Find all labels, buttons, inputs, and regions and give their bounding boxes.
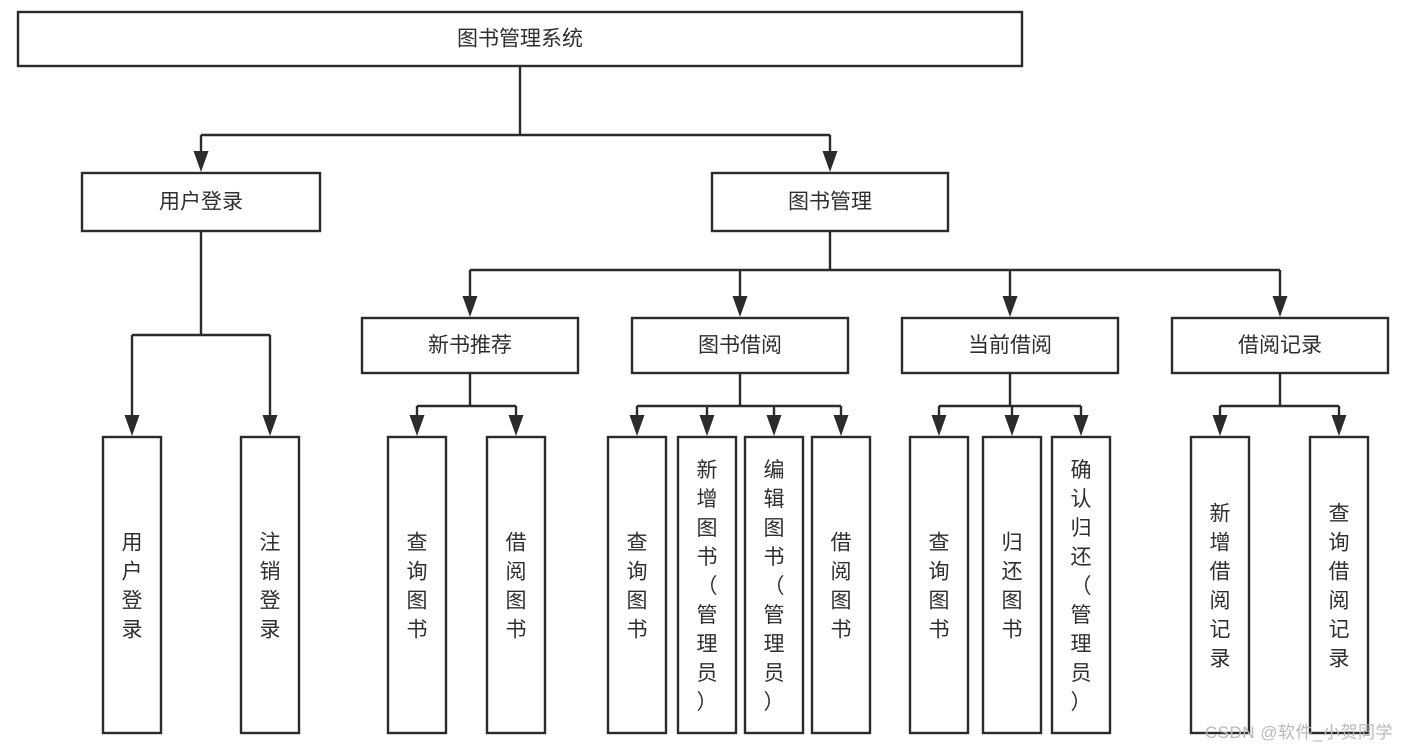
node-leaf-5-box[interactable] [676, 435, 738, 735]
arrow-head-icon [1212, 415, 1228, 436]
node-level1-0-label: 用户登录 [159, 191, 243, 214]
arrow-head-icon [931, 415, 947, 436]
node-root-system-box[interactable] [16, 10, 1024, 68]
node-leaf-3[interactable]: 借阅图书 [485, 435, 547, 735]
node-level2-1-box[interactable] [630, 316, 850, 375]
node-level2-1[interactable]: 图书借阅 [630, 316, 850, 375]
node-leaf-6-label: 编辑图书（管理员） [764, 459, 785, 714]
arrow-head-icon [629, 415, 645, 436]
node-leaf-2[interactable]: 查询图书 [386, 435, 448, 735]
node-level1-0-box[interactable] [80, 171, 322, 233]
node-leaf-4-label: 查询图书 [627, 532, 648, 642]
node-level2-2[interactable]: 当前借阅 [900, 316, 1120, 375]
arrow-head-icon [409, 415, 425, 436]
node-leaf-11-box[interactable] [1189, 435, 1251, 735]
arrow-head-icon [732, 296, 748, 317]
node-level2-3-label: 借阅记录 [1238, 334, 1322, 357]
arrow-head-icon [766, 415, 782, 436]
node-leaf-6[interactable]: 编辑图书（管理员） [743, 435, 805, 735]
arrow-head-icon [699, 415, 715, 436]
node-level1-1[interactable]: 图书管理 [710, 171, 950, 233]
arrow-head-icon [124, 415, 140, 436]
node-leaf-1-box[interactable] [239, 435, 301, 735]
arrow-head-icon [1073, 415, 1089, 436]
node-level2-3[interactable]: 借阅记录 [1170, 316, 1390, 375]
node-level2-3-box[interactable] [1170, 316, 1390, 375]
node-leaf-12-box[interactable] [1308, 435, 1370, 735]
arrow-head-icon [822, 151, 838, 172]
node-leaf-4-box[interactable] [606, 435, 668, 735]
node-leaf-6-box[interactable] [743, 435, 805, 735]
arrow-head-icon [262, 415, 278, 436]
node-leaf-10-label: 确认归还（管理员） [1071, 459, 1092, 714]
node-leaf-5[interactable]: 新增图书（管理员） [676, 435, 738, 735]
node-leaf-7-box[interactable] [810, 435, 872, 735]
node-leaf-3-label: 借阅图书 [506, 532, 527, 642]
node-level1-1-label: 图书管理 [788, 191, 872, 214]
node-root-system-label: 图书管理系统 [457, 28, 583, 51]
node-level1-1-box[interactable] [710, 171, 950, 233]
node-level2-2-box[interactable] [900, 316, 1120, 375]
node-root-system[interactable]: 图书管理系统 [16, 10, 1024, 68]
node-level2-2-label: 当前借阅 [968, 334, 1052, 357]
arrow-head-icon [1004, 415, 1020, 436]
node-leaf-0-label: 用户登录 [122, 532, 143, 642]
node-leaf-0-box[interactable] [101, 435, 163, 735]
node-leaf-9-box[interactable] [981, 435, 1043, 735]
node-leaf-2-box[interactable] [386, 435, 448, 735]
node-leaf-11-label: 新增借阅记录 [1210, 503, 1231, 671]
arrow-head-icon [1002, 296, 1018, 317]
node-leaf-11[interactable]: 新增借阅记录 [1189, 435, 1251, 735]
nodes-layer: 图书管理系统用户登录图书管理新书推荐图书借阅当前借阅借阅记录用户登录注销登录查询… [16, 10, 1390, 735]
arrow-head-icon [1331, 415, 1347, 436]
arrow-head-icon [193, 151, 209, 172]
node-level2-0-box[interactable] [360, 316, 580, 375]
node-leaf-9-label: 归还图书 [1002, 532, 1023, 642]
node-leaf-0[interactable]: 用户登录 [101, 435, 163, 735]
arrow-head-icon [462, 296, 478, 317]
node-leaf-8[interactable]: 查询图书 [908, 435, 970, 735]
node-leaf-7[interactable]: 借阅图书 [810, 435, 872, 735]
node-leaf-10[interactable]: 确认归还（管理员） [1050, 435, 1112, 735]
node-leaf-1[interactable]: 注销登录 [239, 435, 301, 735]
node-leaf-7-label: 借阅图书 [831, 532, 852, 642]
node-leaf-12[interactable]: 查询借阅记录 [1308, 435, 1370, 735]
node-leaf-12-label: 查询借阅记录 [1329, 503, 1350, 671]
node-leaf-5-label: 新增图书（管理员） [697, 459, 718, 714]
node-leaf-2-label: 查询图书 [407, 532, 428, 642]
node-level1-0[interactable]: 用户登录 [80, 171, 322, 233]
node-leaf-9[interactable]: 归还图书 [981, 435, 1043, 735]
node-level2-0[interactable]: 新书推荐 [360, 316, 580, 375]
node-leaf-1-label: 注销登录 [260, 532, 281, 642]
node-leaf-4[interactable]: 查询图书 [606, 435, 668, 735]
arrow-head-icon [1272, 296, 1288, 317]
connectors-layer [124, 66, 1347, 436]
node-leaf-8-label: 查询图书 [929, 532, 950, 642]
node-leaf-8-box[interactable] [908, 435, 970, 735]
arrow-head-icon [833, 415, 849, 436]
node-leaf-10-box[interactable] [1050, 435, 1112, 735]
node-leaf-3-box[interactable] [485, 435, 547, 735]
node-level2-0-label: 新书推荐 [428, 334, 512, 357]
node-level2-1-label: 图书借阅 [698, 334, 782, 357]
arrow-head-icon [508, 415, 524, 436]
